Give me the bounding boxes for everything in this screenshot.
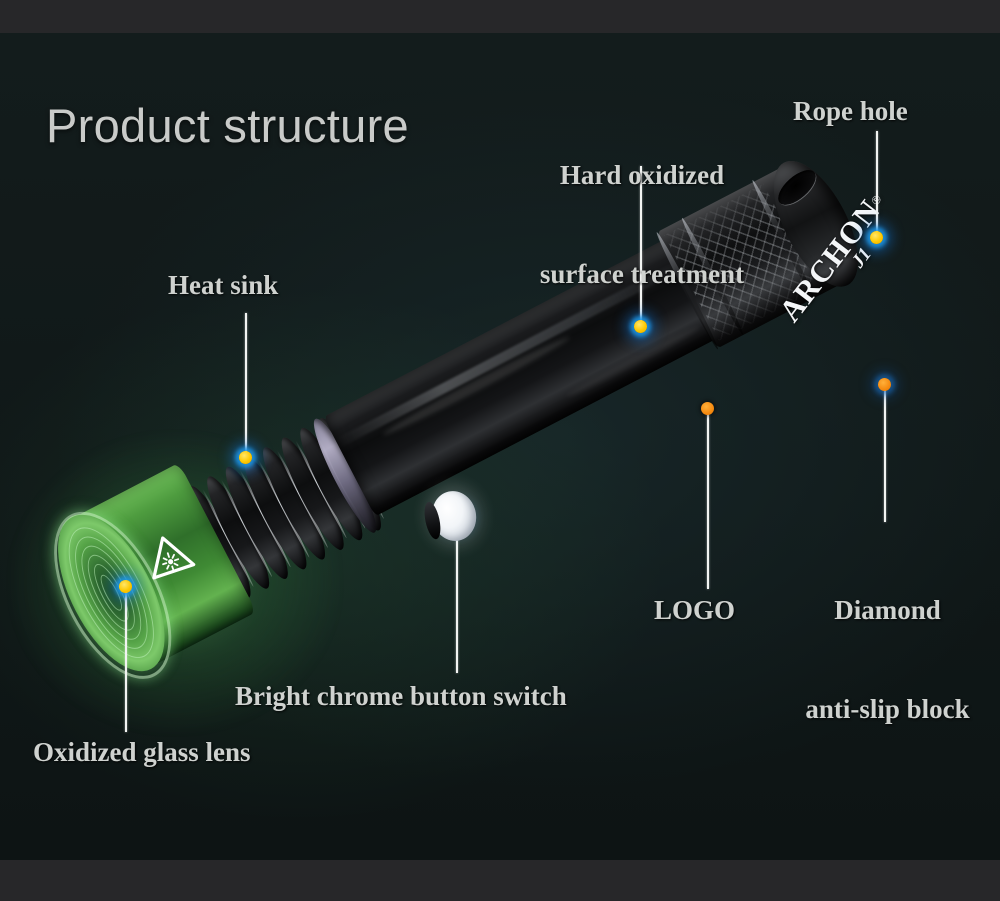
callout-label-diamond: Diamond anti-slip block — [770, 528, 1000, 792]
callout-label-bright-chrome: Bright chrome button switch — [235, 681, 567, 711]
marker-hard-oxidized — [634, 320, 647, 333]
leader-line-diamond — [884, 389, 886, 522]
leader-line-hard-oxidized — [640, 166, 642, 326]
diagram-panel: ARCHON® J1 — [0, 33, 1000, 860]
leader-line-lens — [125, 589, 127, 732]
flashlight-illustration: ARCHON® J1 — [0, 33, 1000, 860]
page-title: Product structure — [46, 99, 409, 152]
callout-label-hard-oxidized-line2: surface treatment — [539, 258, 745, 289]
marker-lens — [119, 580, 132, 593]
leader-line-switch — [456, 521, 458, 673]
marker-logo — [701, 402, 714, 415]
bottom-band — [0, 860, 1000, 901]
marker-heat-sink — [239, 451, 252, 464]
callout-label-hard-oxidized-line1: Hard oxidized — [559, 159, 725, 190]
marker-diamond — [878, 378, 891, 391]
top-band — [0, 0, 1000, 33]
leader-line-rope-hole — [876, 131, 878, 236]
callout-label-oxidized-lens: Oxidized glass lens — [33, 737, 251, 767]
callout-label-heat-sink: Heat sink — [168, 270, 279, 300]
flashlight-head — [29, 451, 277, 698]
callout-label-logo: LOGO — [654, 595, 736, 625]
marker-rope-hole — [870, 231, 883, 244]
leader-line-logo — [707, 411, 709, 589]
callout-label-diamond-line1: Diamond — [834, 594, 941, 625]
warning-triangle-icon — [152, 536, 196, 580]
callout-label-diamond-line2: anti-slip block — [805, 693, 970, 724]
callout-label-rope-hole: Rope hole — [793, 96, 908, 126]
leader-line-heat-sink — [245, 313, 247, 459]
callout-label-hard-oxidized: Hard oxidized surface treatment — [497, 93, 787, 357]
